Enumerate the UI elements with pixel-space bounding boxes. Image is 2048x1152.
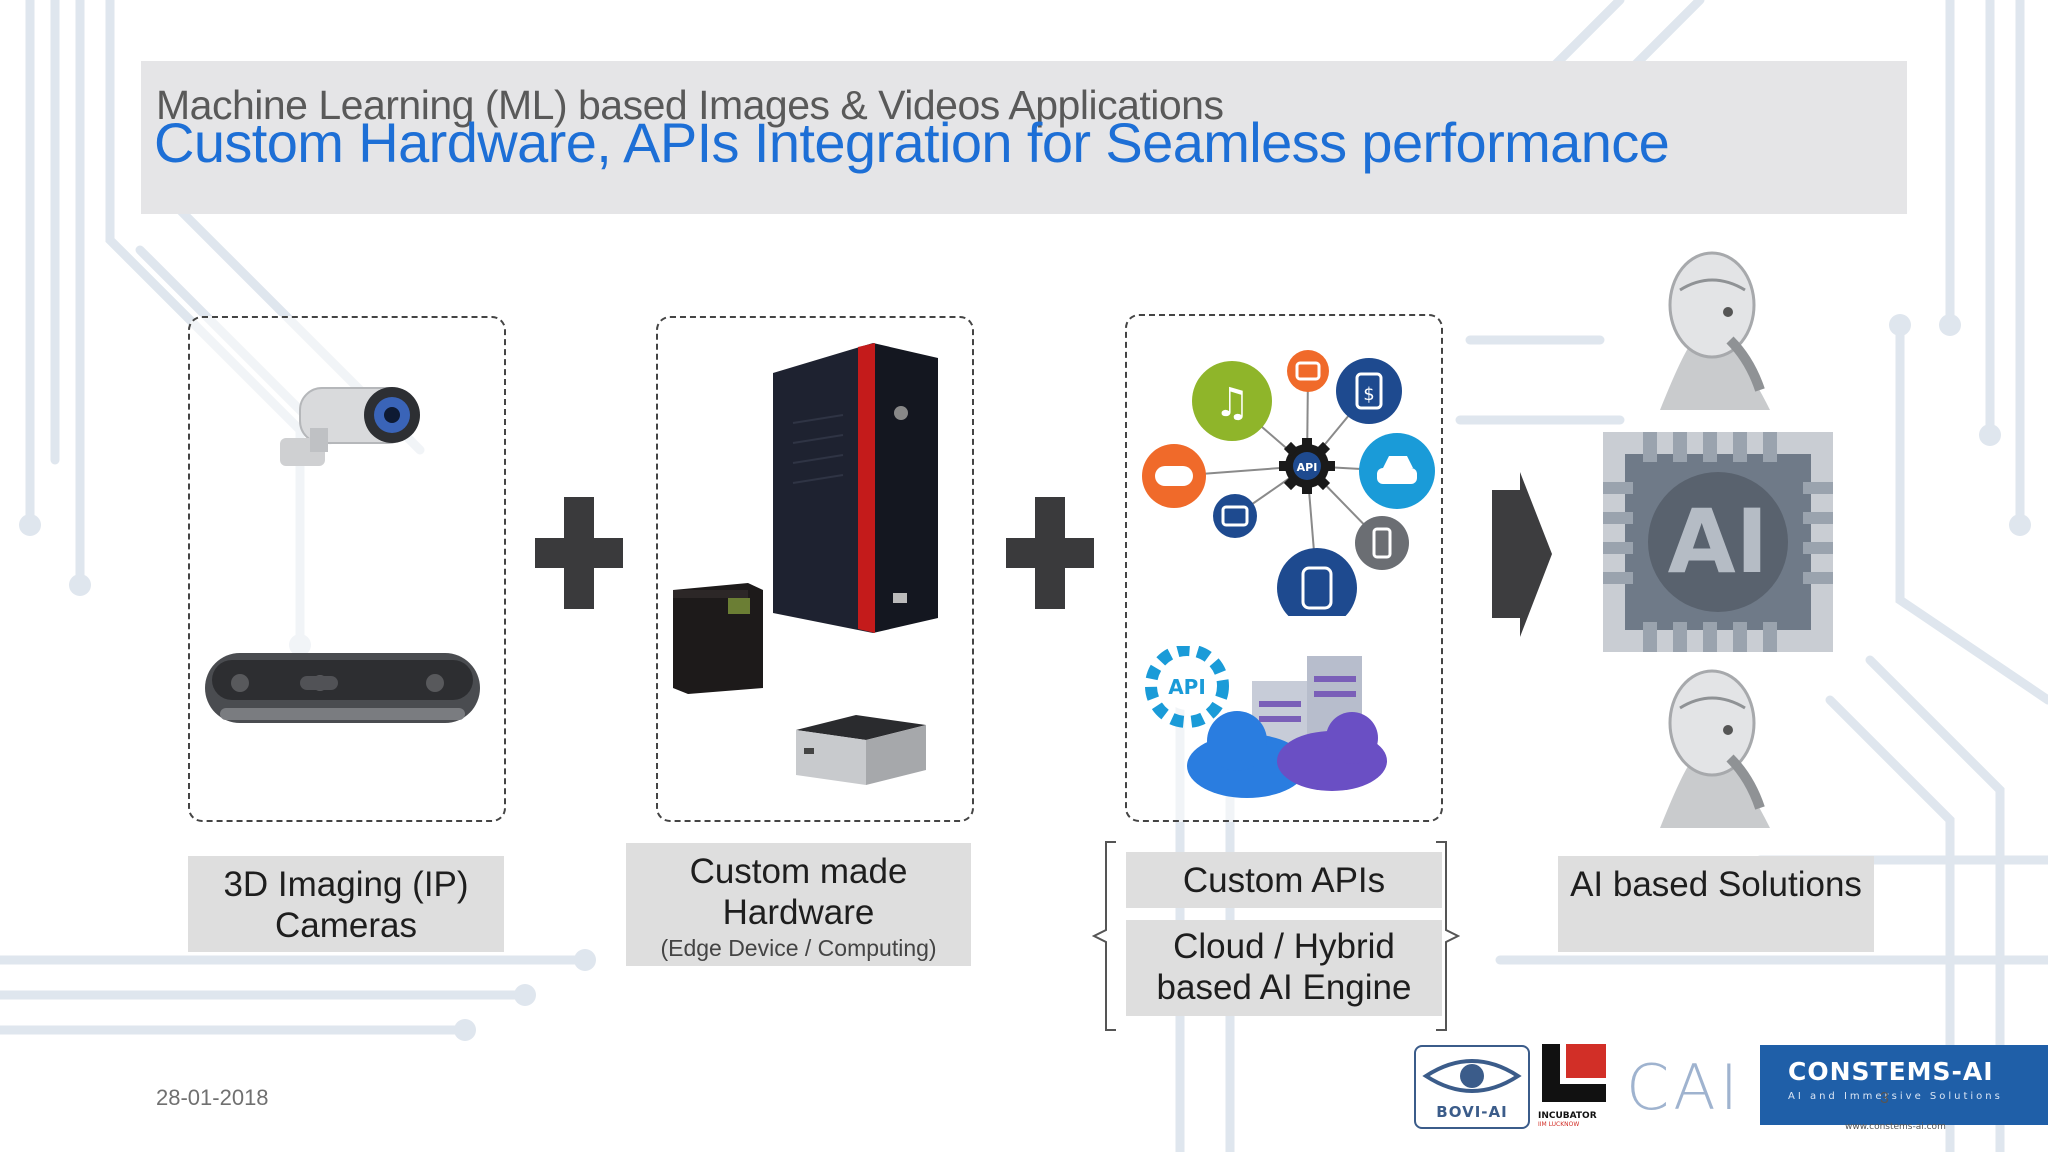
right-brace [1436, 841, 1460, 1031]
ups-device-icon [673, 583, 763, 694]
svg-text:$: $ [1363, 384, 1374, 405]
cai-logo: CAI [1618, 1045, 1758, 1125]
bovi-ai-text: BOVI-AI [1436, 1103, 1508, 1121]
ai-solutions-label: AI based Solutions [1558, 856, 1874, 952]
ai-chip-label: AI [1668, 490, 1769, 593]
left-brace [1092, 841, 1116, 1031]
constems-text: CONSTEMS-AI [1788, 1057, 1994, 1086]
hardware-label-note: (Edge Device / Computing) [660, 935, 937, 961]
plus-icon [535, 497, 623, 609]
hardware-label-line1: Custom made [689, 852, 908, 891]
incubator-text: INCUBATOR [1538, 1111, 1597, 1121]
slide-header [141, 61, 1907, 214]
incubator-subtext: IIM LUCKNOW [1538, 1121, 1580, 1128]
mini-pc-icon [796, 715, 926, 785]
hardware-label-line2: Hardware [722, 893, 875, 932]
page-number: 3 [1880, 1090, 1889, 1107]
bovi-ai-logo: BOVI-AI [1414, 1045, 1530, 1129]
incubator-mark-icon [1542, 1044, 1606, 1102]
api-gear-label: API [1168, 675, 1206, 699]
robot-thinking-icon [1660, 669, 1770, 828]
cameras-label-line1: 3D Imaging (IP) [223, 865, 469, 904]
api-box: ♫ $ API API [1125, 314, 1443, 822]
camera-box [188, 316, 506, 822]
constems-url: www.constems-ai.com [1845, 1122, 1946, 1132]
constems-tagline: AI and Immersive Solutions [1788, 1091, 2003, 1102]
pc-tower-icon [773, 343, 938, 633]
slide-subtitle: Machine Learning (ML) based Images & Vid… [156, 82, 1224, 128]
cloud-engine-line1: Cloud / Hybrid [1173, 927, 1395, 966]
slide-date: 28-01-2018 [156, 1085, 269, 1110]
depth-camera-icon [205, 653, 480, 723]
constems-logo: CONSTEMS-AI AI and Immersive Solutions [1760, 1045, 2048, 1125]
custom-apis-label: Custom APIs [1126, 852, 1442, 908]
arrow-right-icon [1492, 472, 1552, 637]
plus-icon [1006, 497, 1094, 609]
api-hub-diagram: ♫ $ API [1142, 350, 1435, 616]
bullet-camera-icon [280, 387, 420, 466]
api-hub-label: API [1297, 461, 1318, 474]
hardware-box [656, 316, 974, 822]
svg-text:♫: ♫ [1214, 380, 1250, 426]
hardware-label: Custom made Hardware (Edge Device / Comp… [626, 843, 971, 966]
cai-text: CAI [1626, 1051, 1742, 1124]
cameras-label-line2: Cameras [275, 906, 417, 945]
incubator-logo: INCUBATOR IIM LUCKNOW [1538, 1044, 1610, 1128]
cameras-label: 3D Imaging (IP) Cameras [188, 856, 504, 952]
eye-icon [1422, 1059, 1522, 1093]
cloud-engine-label: Cloud / Hybrid based AI Engine [1126, 920, 1442, 1016]
slide-title: Custom Hardware, APIs Integration for Se… [154, 111, 1670, 174]
robot-thinking-icon [1660, 251, 1770, 410]
cloud-server-icon: API [1145, 646, 1387, 798]
ai-chip-icon: AI [1603, 432, 1833, 652]
cloud-engine-line2: based AI Engine [1156, 968, 1412, 1007]
